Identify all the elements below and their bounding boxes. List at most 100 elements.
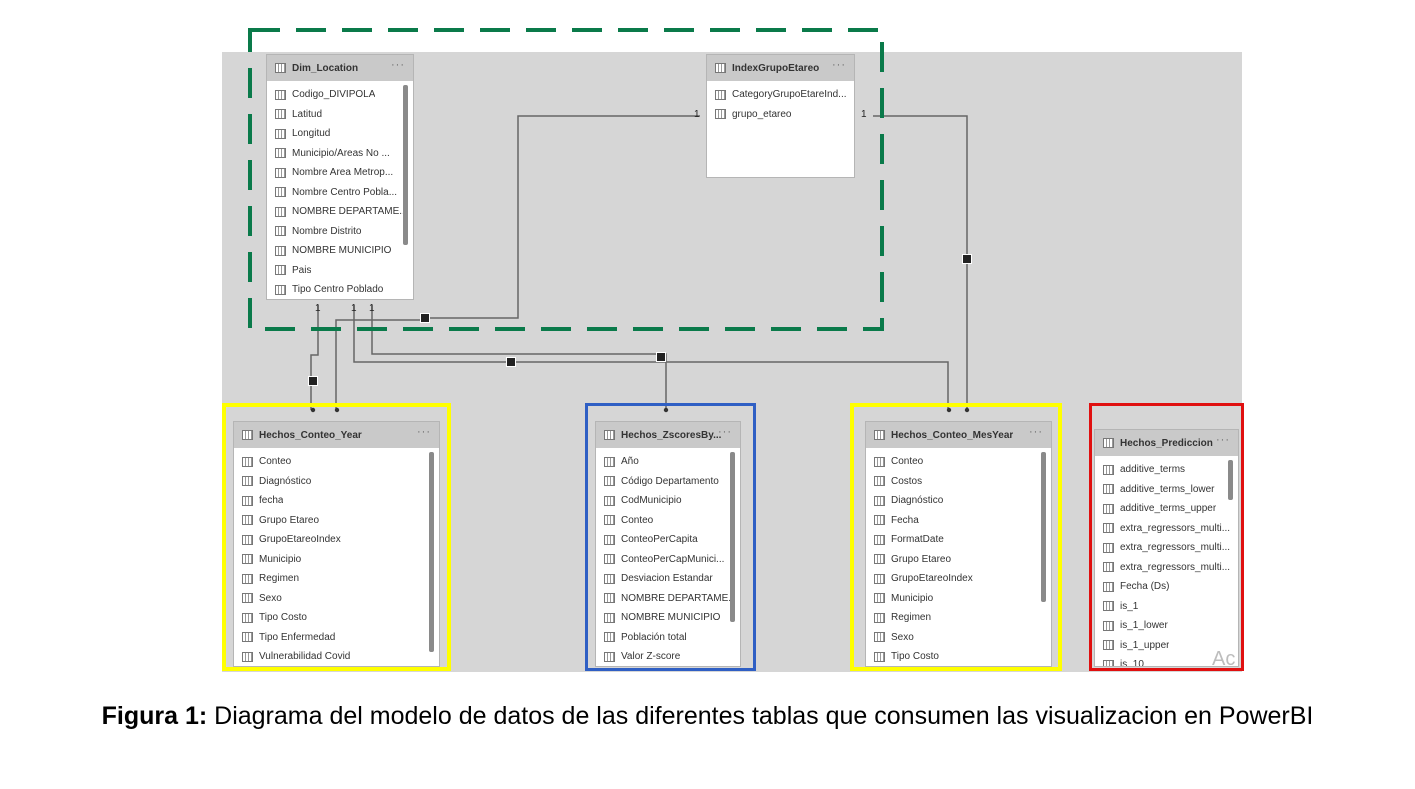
field-row[interactable]: Latitud [275,105,405,125]
field-row[interactable]: Vulnerabilidad Covid [242,647,431,666]
more-options-icon[interactable]: ··· [417,426,431,438]
field-label: additive_terms_lower [1120,483,1215,495]
field-row[interactable]: is_1 [1103,597,1230,617]
field-row[interactable]: additive_terms_upper [1103,499,1230,519]
field-row[interactable]: ConteoPerCapita [604,530,732,550]
field-row[interactable]: NOMBRE MUNICIPIO [275,241,405,261]
table-title: IndexGrupoEtareo [732,62,820,74]
scrollbar[interactable] [730,452,735,622]
table-header[interactable]: IndexGrupoEtareo ··· [707,55,854,81]
column-icon [1103,484,1114,495]
field-label: Año [621,456,639,468]
field-row[interactable]: Pais [275,261,405,281]
field-row[interactable]: additive_terms [1103,460,1230,480]
field-row[interactable]: Grupo Etareo [874,550,1043,570]
field-row[interactable]: Nombre Centro Pobla... [275,183,405,203]
rel-index-location [425,115,700,319]
field-row[interactable]: Fecha (Ds) [1103,577,1230,597]
field-row[interactable]: Municipio [874,589,1043,609]
field-row[interactable]: Sexo [242,589,431,609]
field-row[interactable]: Codigo_DIVIPOLA [275,85,405,105]
field-row[interactable]: NOMBRE DEPARTAME... [275,202,405,222]
field-row[interactable]: Nombre Area Metrop... [275,163,405,183]
field-row[interactable]: Tipo Centro Poblado [275,280,405,299]
field-row[interactable]: Tipo Enfermedad [242,628,431,648]
field-row[interactable]: Población total [604,628,732,648]
field-row[interactable]: Nombre Distrito [275,222,405,242]
field-row[interactable]: Conteo [242,452,431,472]
field-row[interactable]: Tipo Costo [242,608,431,628]
field-row[interactable]: additive_terms_lower [1103,480,1230,500]
field-row[interactable]: Valor Z-score [604,647,732,666]
column-icon [242,651,253,662]
field-row[interactable]: Año [604,452,732,472]
field-row[interactable]: Sexo [874,628,1043,648]
scrollbar[interactable] [429,452,434,652]
field-row[interactable]: extra_regressors_multi... [1103,558,1230,578]
field-label: Conteo [891,456,924,468]
table-header[interactable]: Hechos_Conteo_MesYear ··· [866,422,1051,448]
field-row[interactable]: extra_regressors_multi... [1103,538,1230,558]
field-row[interactable]: NOMBRE DEPARTAME... [604,589,732,609]
column-icon [874,495,885,506]
field-row[interactable]: Conteo [604,511,732,531]
more-options-icon[interactable]: ··· [1216,434,1230,446]
field-row[interactable]: FormatDate [874,530,1043,550]
field-row[interactable]: Costos [874,472,1043,492]
scrollbar[interactable] [1041,452,1046,602]
field-row[interactable]: GrupoEtareoIndex [874,569,1043,589]
field-row[interactable]: Municipio [242,550,431,570]
field-row[interactable]: GrupoEtareoIndex [242,530,431,550]
field-row[interactable]: Diagnóstico [874,491,1043,511]
table-header[interactable]: Dim_Location ··· [267,55,413,81]
rel-location-conteo-year-b [335,319,425,410]
table-card-index-grupo-etareo[interactable]: IndexGrupoEtareo ··· CategoryGrupoEtareI… [706,54,855,178]
field-row[interactable]: is_10 [1103,655,1230,666]
scrollbar[interactable] [403,85,408,245]
field-row[interactable]: Grupo Etareo [242,511,431,531]
table-title: Hechos_Conteo_Year [259,429,362,441]
scrollbar[interactable] [1228,460,1233,500]
filter-direction-icon [962,254,972,264]
field-row[interactable]: Diagnóstico [242,472,431,492]
field-row[interactable]: Municipio/Areas No ... [275,144,405,164]
field-row[interactable]: is_1_upper [1103,636,1230,656]
field-row[interactable]: Longitud [275,124,405,144]
field-row[interactable]: grupo_etareo [715,105,846,125]
field-row[interactable]: Regimen [242,569,431,589]
field-row[interactable]: CodMunicipio [604,491,732,511]
column-icon [242,495,253,506]
field-row[interactable]: Código Departamento [604,472,732,492]
column-icon [242,573,253,584]
more-options-icon[interactable]: ··· [391,59,405,71]
field-row[interactable]: Fecha [874,511,1043,531]
filter-direction-icon [656,352,666,362]
more-options-icon[interactable]: ··· [832,59,846,71]
field-label: GrupoEtareoIndex [891,573,973,585]
field-row[interactable]: Regimen [874,608,1043,628]
field-row[interactable]: Tipo Costo [874,647,1043,666]
field-row[interactable]: Conteo [874,452,1043,472]
field-row[interactable]: CategoryGrupoEtareInd... [715,85,846,105]
watermark-text: Ac [1212,648,1236,670]
table-header[interactable]: Hechos_Prediccion ··· [1095,430,1238,456]
field-row[interactable]: NOMBRE MUNICIPIO [604,608,732,628]
table-header[interactable]: Hechos_ZscoresBy... ··· [596,422,740,448]
field-label: additive_terms [1120,464,1186,476]
table-header[interactable]: Hechos_Conteo_Year ··· [234,422,439,448]
more-options-icon[interactable]: ··· [718,426,732,438]
more-options-icon[interactable]: ··· [1029,426,1043,438]
column-icon [275,226,286,237]
field-row[interactable]: ConteoPerCapMunici... [604,550,732,570]
field-row[interactable]: extra_regressors_multi... [1103,519,1230,539]
field-row[interactable]: fecha [242,491,431,511]
field-row[interactable]: Desviacion Estandar [604,569,732,589]
field-row[interactable]: is_1_lower [1103,616,1230,636]
column-icon [604,651,615,662]
